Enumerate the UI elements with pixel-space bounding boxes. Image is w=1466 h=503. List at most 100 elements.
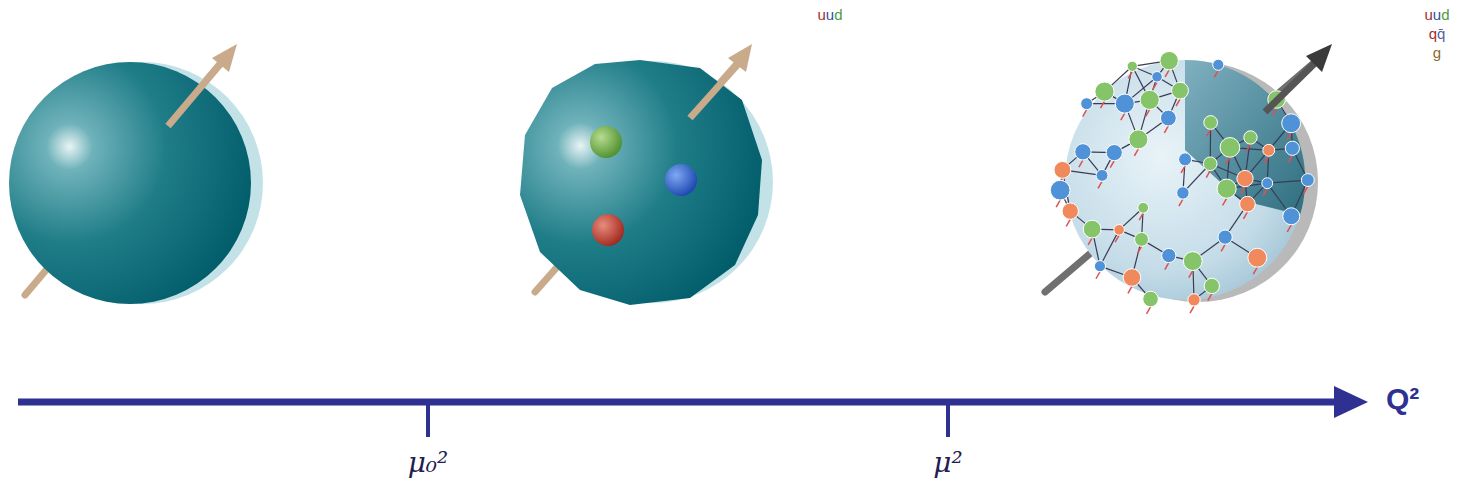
proton-sea	[1045, 44, 1332, 314]
parton-dot	[1301, 174, 1314, 187]
parton-dot	[1188, 294, 1200, 306]
quark-letter: d	[1441, 6, 1449, 23]
spin-tick	[1083, 110, 1087, 117]
quark-letter: q̄	[1437, 25, 1445, 42]
spin-tick	[1115, 235, 1119, 242]
spin-tick	[1139, 213, 1143, 220]
spin-tick	[1128, 286, 1132, 293]
spin-tick	[1056, 200, 1060, 207]
parton-dot	[1096, 169, 1108, 181]
spin-tick	[1181, 166, 1185, 173]
parton-dot	[1050, 180, 1070, 200]
quark-letter: q	[1429, 25, 1437, 42]
spin-tick	[1214, 70, 1218, 77]
spin-tick	[1100, 101, 1104, 108]
parton-dot	[1244, 131, 1257, 144]
parton-dot	[1263, 144, 1275, 156]
parton-dot	[1160, 51, 1178, 69]
parton-dot	[1248, 248, 1267, 267]
spin-tick	[1153, 82, 1157, 89]
spin-tick	[1273, 108, 1277, 115]
parton-dot	[1075, 144, 1091, 160]
parton-dot	[1204, 278, 1219, 293]
parton-dot	[1054, 161, 1071, 178]
spin-tick	[1164, 126, 1168, 133]
spin-tick	[1079, 160, 1083, 167]
spin-tick	[1189, 271, 1193, 278]
parton-dot	[1114, 225, 1125, 236]
parton-dot	[1203, 157, 1217, 171]
proton-valence	[520, 44, 773, 305]
spin-tick	[1208, 294, 1212, 301]
gluons: g	[1433, 44, 1441, 61]
scale-label: μ₀²	[408, 446, 449, 479]
spin-tick	[1165, 70, 1169, 77]
parton-dot	[1162, 248, 1176, 262]
spin-tick	[1096, 272, 1100, 279]
axis-label: Q²	[1386, 382, 1419, 416]
parton-dot	[1282, 114, 1301, 133]
parton-dot	[1160, 110, 1176, 126]
parton-dot	[1129, 130, 1148, 149]
quark-letter: u	[1424, 6, 1432, 23]
spin-tick	[1206, 171, 1210, 178]
parton-dot	[1240, 196, 1256, 212]
spin-tick	[1146, 109, 1150, 116]
parton-dot	[1106, 145, 1122, 161]
parton-dot	[1217, 179, 1236, 198]
parton-dot	[1094, 261, 1105, 272]
quark-letter: u	[817, 6, 825, 23]
parton-dot	[1283, 208, 1300, 225]
parton-dot	[1152, 72, 1163, 83]
spin-tick	[1121, 113, 1125, 120]
spin-tick	[1223, 198, 1227, 205]
spin-tick	[1134, 149, 1138, 156]
parton-dot	[1135, 232, 1149, 246]
spin-tick	[1165, 263, 1169, 270]
spin-tick	[1287, 225, 1291, 232]
spin-tick	[1246, 144, 1250, 151]
spin-tick	[1138, 246, 1142, 253]
quark-letter: u	[1433, 6, 1441, 23]
spin-tick	[1128, 71, 1132, 78]
spin-tick	[1176, 99, 1180, 106]
parton-dot	[1172, 82, 1189, 99]
valence-quarks: uud	[1424, 6, 1449, 23]
quark-letter: u	[826, 6, 834, 23]
parton-dot	[1213, 59, 1224, 70]
spin-tick	[1263, 189, 1267, 196]
spin-tick	[1066, 219, 1070, 226]
parton-dot	[1183, 252, 1202, 271]
spin-tick	[1243, 212, 1247, 219]
parton-dot	[1123, 269, 1141, 287]
spin-tick	[1207, 129, 1211, 136]
spin-tick	[1190, 306, 1194, 313]
q2-axis	[18, 386, 1368, 437]
parton-dot	[1062, 203, 1078, 219]
spin-tick	[1088, 238, 1092, 245]
parton-dot	[1083, 220, 1101, 238]
parton-dot	[1218, 230, 1232, 244]
spin-tick	[1226, 157, 1230, 164]
parton-dot	[1237, 170, 1253, 186]
spin-tick	[1147, 307, 1151, 314]
parton-dot	[1220, 138, 1240, 158]
sea-quarks: qq̄	[1429, 25, 1446, 42]
spin-tick	[1265, 156, 1269, 163]
spin-tick	[1288, 155, 1292, 162]
spin-tick	[1241, 187, 1245, 194]
parton-dot	[1095, 82, 1114, 101]
parton-dot	[1115, 94, 1134, 113]
parton-dot	[1138, 202, 1149, 213]
spin-tick	[1110, 161, 1114, 168]
spin-tick	[1098, 181, 1102, 188]
parton-dot	[1127, 61, 1137, 71]
gluon-line	[1100, 230, 1119, 266]
parton-dot	[1140, 90, 1159, 109]
spin-tick	[1221, 244, 1225, 251]
parton-dot	[1081, 98, 1093, 110]
spin-tick	[1253, 267, 1257, 274]
parton-dot	[1285, 141, 1299, 155]
